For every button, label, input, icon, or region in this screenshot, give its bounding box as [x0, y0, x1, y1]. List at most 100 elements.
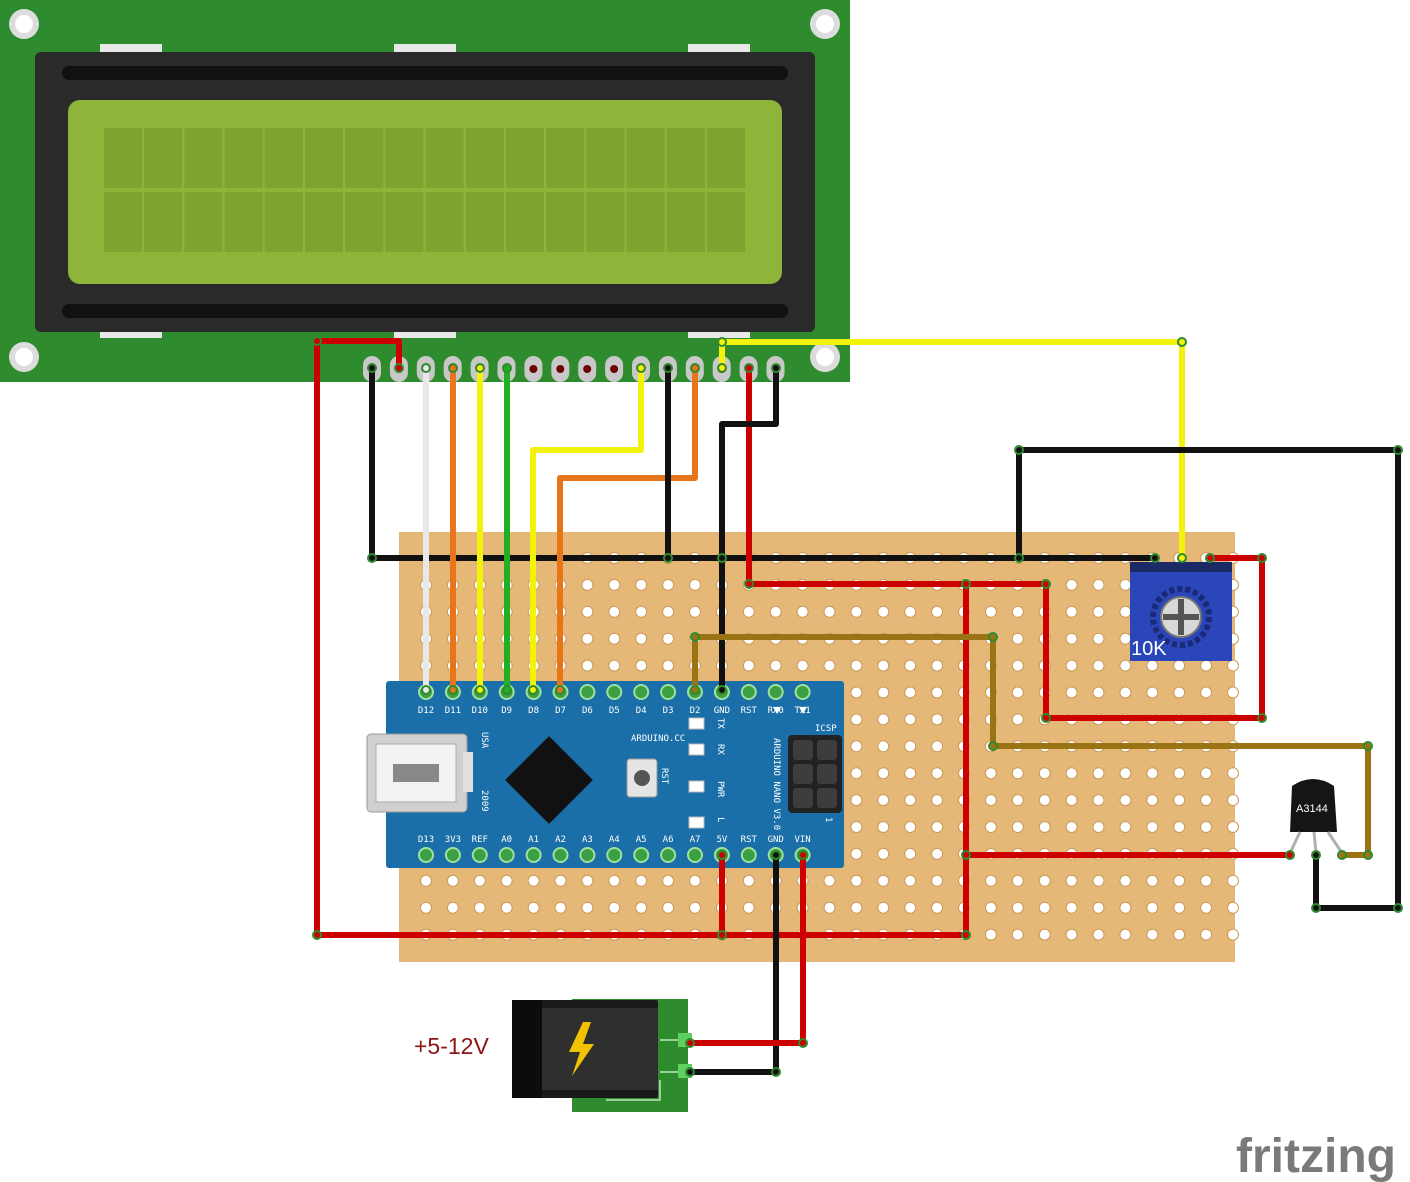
- board-hole: [877, 686, 890, 699]
- board-hole: [608, 659, 621, 672]
- wire-end: [312, 930, 322, 940]
- wire-orange-d7: [557, 365, 698, 693]
- board-hole: [635, 605, 648, 618]
- usb-label: USA: [479, 732, 489, 749]
- board-hole: [1092, 874, 1105, 887]
- board-hole: [1092, 659, 1105, 672]
- board-hole: [850, 686, 863, 699]
- lcd-cell: [224, 128, 263, 188]
- board-hole: [877, 659, 890, 672]
- board-hole: [877, 605, 890, 618]
- board-hole: [877, 901, 890, 914]
- wire-end: [1311, 903, 1321, 913]
- board-hole: [662, 632, 675, 645]
- lcd-cell: [144, 128, 183, 188]
- board-hole: [742, 659, 755, 672]
- board-hole: [931, 659, 944, 672]
- lcd-cell: [144, 192, 183, 252]
- led-label: PWR: [715, 781, 725, 798]
- board-hole: [877, 794, 890, 807]
- board-hole: [1146, 686, 1159, 699]
- wire-end: [636, 363, 646, 373]
- board-hole: [527, 874, 540, 887]
- board-hole: [662, 874, 675, 887]
- board-hole: [1092, 605, 1105, 618]
- nano-pin-label: D2: [690, 706, 701, 716]
- board-hole: [635, 578, 648, 591]
- board-hole: [473, 901, 486, 914]
- board-hole: [904, 767, 917, 780]
- board-hole: [1146, 659, 1159, 672]
- wire-end: [685, 1038, 695, 1048]
- board-hole: [1119, 874, 1132, 887]
- wire-end: [1285, 850, 1295, 860]
- board-hole: [1173, 901, 1186, 914]
- board-hole: [1065, 605, 1078, 618]
- atmega-chip: [505, 736, 593, 824]
- board-hole: [581, 632, 594, 645]
- board-hole: [1011, 632, 1024, 645]
- wire-end: [717, 337, 727, 347]
- wire-end: [1363, 741, 1373, 751]
- board-hole: [1011, 713, 1024, 726]
- nano-pin: [498, 847, 515, 863]
- wire-black-sensor-gnd: [1016, 447, 1401, 911]
- lcd-cell: [264, 128, 303, 188]
- board-hole: [823, 901, 836, 914]
- nano-pin: [660, 684, 677, 700]
- lcd-cell: [345, 192, 384, 252]
- board-hole: [1173, 686, 1186, 699]
- board-hole: [1146, 767, 1159, 780]
- wire-end: [717, 850, 727, 860]
- nano-pin: [740, 684, 757, 700]
- board-hole: [1038, 874, 1051, 887]
- nano-pin-label: D11: [445, 706, 461, 716]
- board-hole: [581, 874, 594, 887]
- board-hole: [1200, 821, 1213, 833]
- board-hole: [554, 874, 567, 887]
- board-hole: [1092, 578, 1105, 591]
- board-hole: [635, 901, 648, 914]
- board-hole: [1065, 686, 1078, 699]
- wire-end: [771, 850, 781, 860]
- board-hole: [662, 901, 675, 914]
- wire-end: [798, 1038, 808, 1048]
- board-hole: [662, 659, 675, 672]
- board-hole: [635, 632, 648, 645]
- model-label: ARDUINO NANO V3.0: [771, 738, 781, 830]
- board-hole: [1065, 928, 1078, 941]
- board-hole: [1146, 821, 1159, 833]
- board-hole: [689, 605, 701, 618]
- board-hole: [1200, 901, 1213, 914]
- board-hole: [796, 605, 809, 618]
- lcd-cell: [666, 192, 705, 252]
- nano-pin-label: D10: [472, 706, 488, 716]
- board-hole: [931, 740, 944, 753]
- nano-pin-label: D13: [418, 835, 434, 845]
- board-hole: [1200, 659, 1213, 672]
- wire-end: [961, 579, 971, 589]
- board-hole: [1173, 659, 1186, 672]
- board-hole: [1011, 901, 1024, 914]
- lcd-header-hole: [556, 365, 565, 373]
- board-hole: [1038, 767, 1051, 780]
- board-hole: [1173, 874, 1186, 887]
- nano-pin-label: A7: [690, 835, 701, 845]
- nano-pin-label: D5: [609, 706, 620, 716]
- year-label: 2009: [479, 790, 489, 812]
- led-label: TX: [715, 718, 725, 729]
- board-hole: [1092, 901, 1105, 914]
- wire-black-lcd-vss: [369, 365, 1158, 561]
- board-hole: [420, 874, 432, 887]
- board-hole: [608, 632, 621, 645]
- lcd-cell: [707, 128, 745, 188]
- nano-pin-label: D8: [528, 706, 539, 716]
- wire-end: [1150, 553, 1160, 563]
- board-hole: [1200, 794, 1213, 807]
- board-hole: [850, 821, 863, 833]
- board-hole: [823, 605, 836, 618]
- board-hole: [1011, 605, 1024, 618]
- board-hole: [500, 901, 513, 914]
- board-hole: [850, 605, 863, 618]
